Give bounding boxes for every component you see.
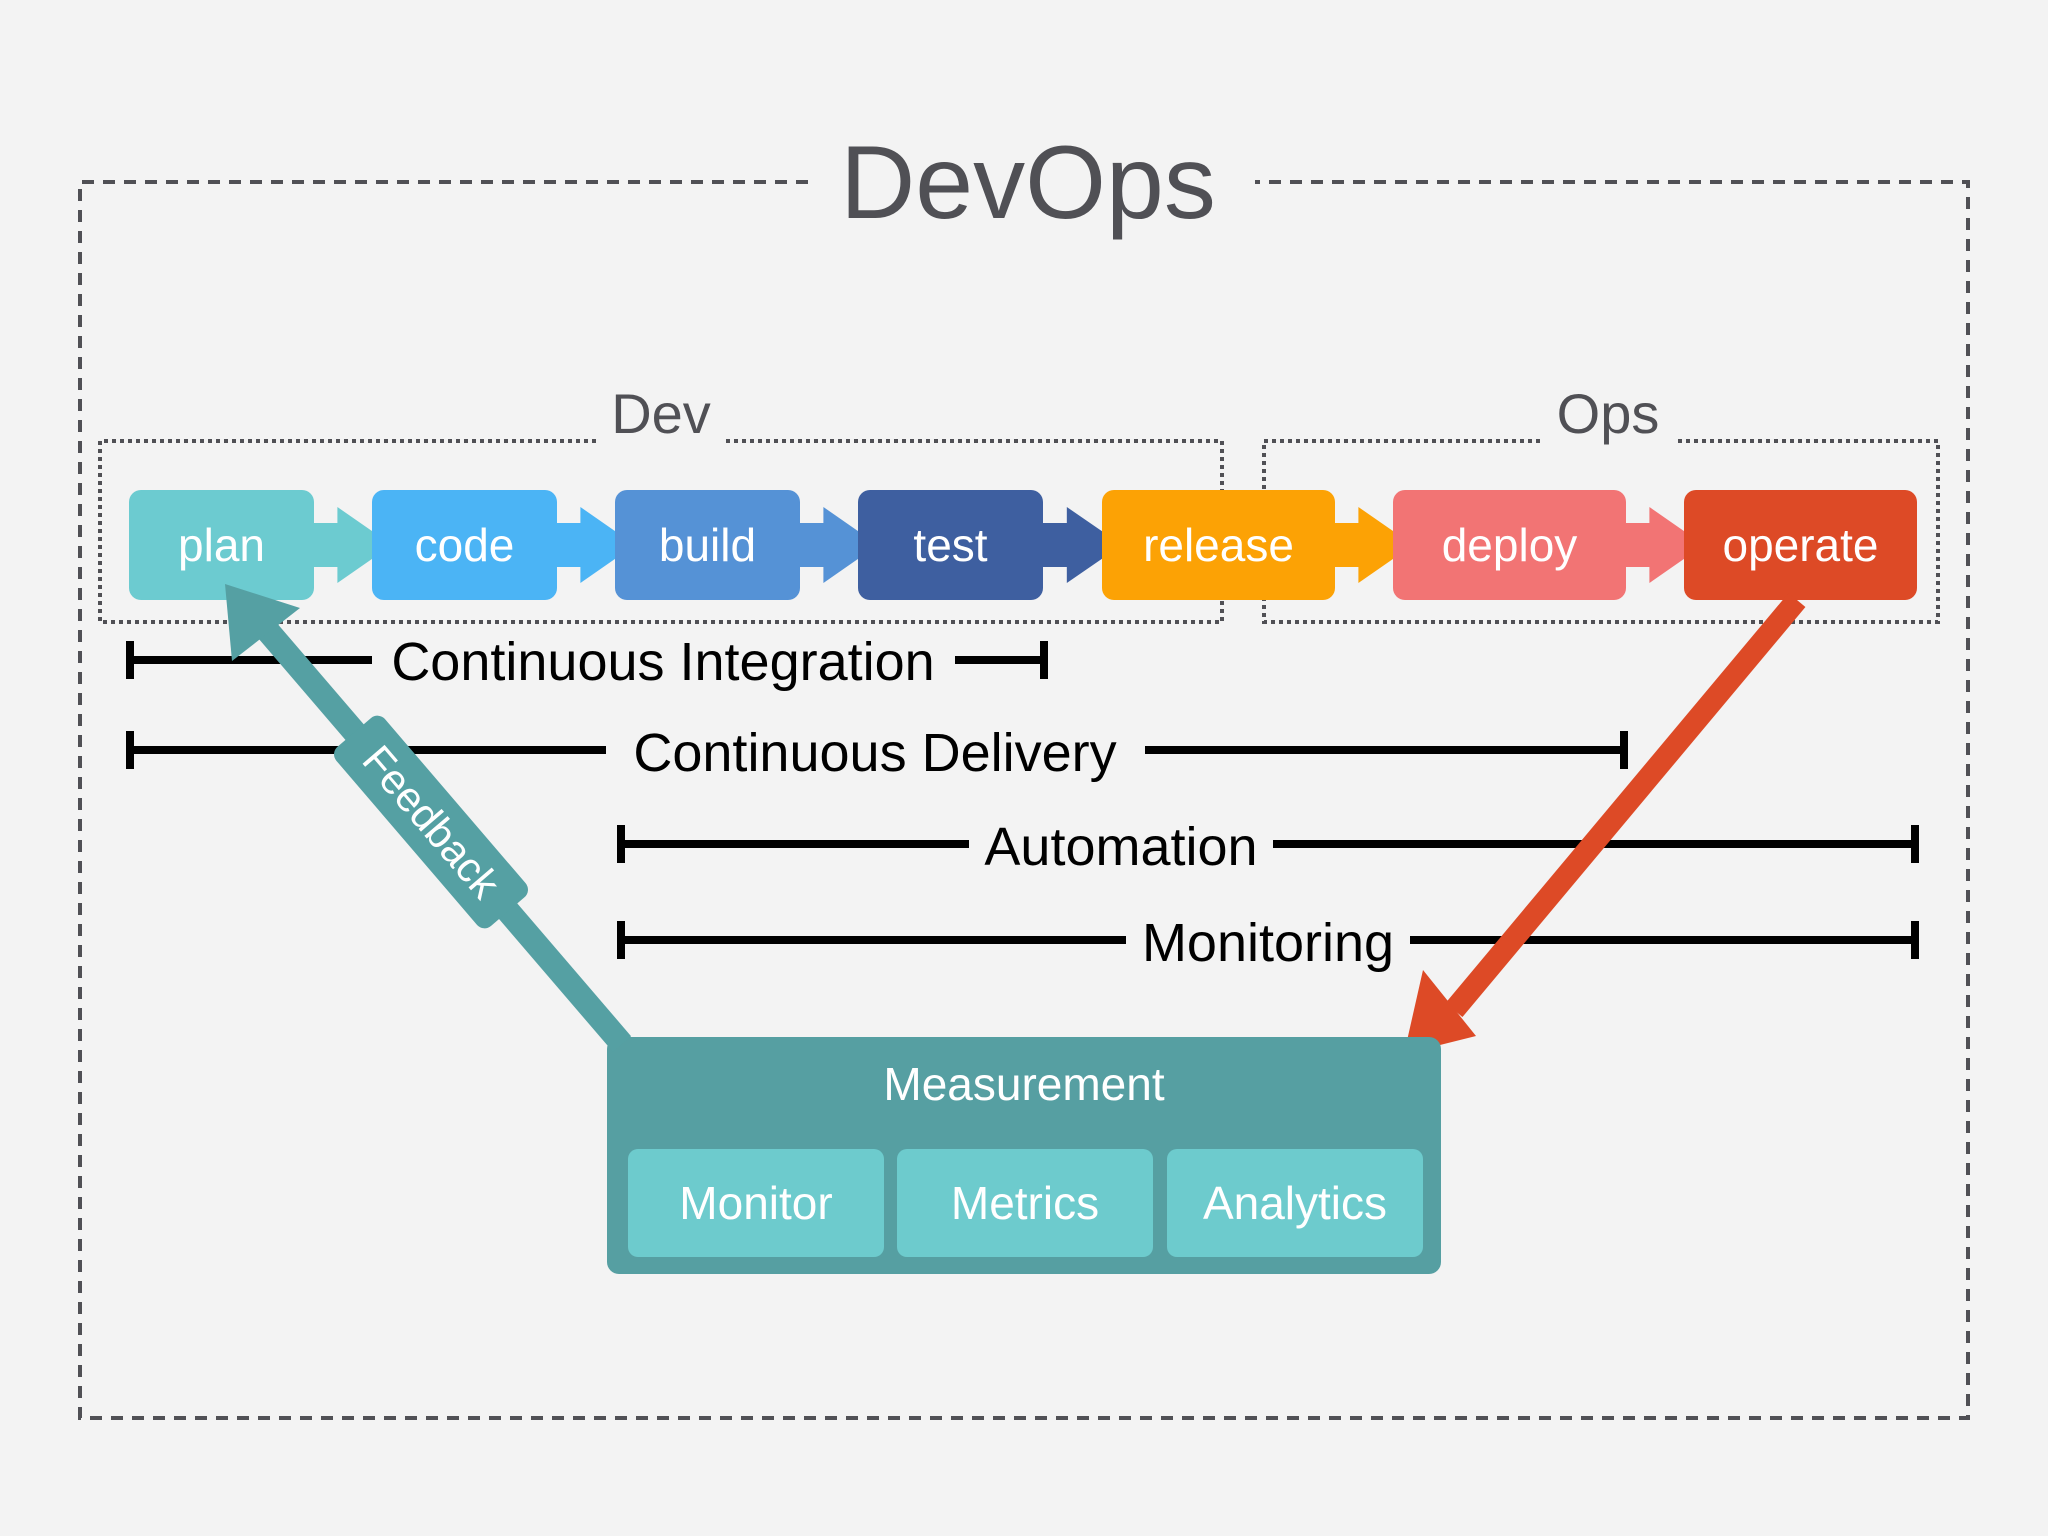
measurement-item-analytics (1167, 1149, 1423, 1257)
stage-box (615, 490, 800, 600)
span-monitoring: Monitoring (617, 913, 1919, 973)
devops-frame (78, 180, 1970, 1420)
pipeline-stages: plan code build test release deploy operate (129, 490, 1917, 600)
stage-label: code (415, 519, 515, 571)
stage-box (1684, 490, 1917, 600)
stage-box (129, 490, 314, 600)
span-label-cd: Continuous Delivery (633, 723, 1116, 783)
stage-label: operate (1722, 519, 1878, 571)
feedback-label: Feedback (354, 736, 510, 907)
measurement-item-monitor (628, 1149, 884, 1257)
stage-label: plan (178, 519, 265, 571)
stage-connector-arrow (551, 507, 635, 583)
span-label-ci: Continuous Integration (391, 632, 934, 692)
measurement-item-metrics (897, 1149, 1153, 1257)
stage-connector-arrow (794, 507, 878, 583)
stage-connector-arrow (1620, 507, 1704, 583)
page-title: DevOps (840, 125, 1216, 241)
ops-group-frame (1262, 439, 1940, 624)
stage-connectors (308, 507, 1704, 583)
stage-label: test (913, 519, 987, 571)
stage-box (858, 490, 1043, 600)
operate-to-measurement-arrow (1404, 592, 1806, 1054)
span-automation: Automation (617, 817, 1919, 877)
measurement-item-label: Analytics (1203, 1177, 1387, 1229)
stage-label: release (1143, 519, 1294, 571)
measurement-panel: Measurement Monitor Metrics Analytics (607, 1037, 1441, 1274)
stage-test: test (858, 490, 1043, 600)
stage-deploy: deploy (1393, 490, 1626, 600)
ops-group-label: Ops (1557, 382, 1660, 445)
stage-label: build (659, 519, 756, 571)
stage-connector-arrow (308, 507, 392, 583)
stage-label: deploy (1442, 519, 1578, 571)
measurement-item-label: Metrics (951, 1177, 1099, 1229)
stage-box (1393, 490, 1626, 600)
stage-code: code (372, 490, 557, 600)
span-label-automation: Automation (984, 817, 1257, 877)
stage-connector-arrow (1037, 507, 1122, 583)
dev-group-label: Dev (611, 382, 711, 445)
span-continuous-integration: Continuous Integration (126, 632, 1048, 692)
stage-connector-arrow (1329, 507, 1413, 583)
measurement-item-label: Monitor (679, 1177, 832, 1229)
stage-build: build (615, 490, 800, 600)
stage-release: release (1102, 490, 1335, 600)
stage-box (1102, 490, 1335, 600)
measurement-title: Measurement (883, 1058, 1164, 1110)
stage-box (372, 490, 557, 600)
span-label-monitoring: Monitoring (1142, 913, 1394, 973)
stage-operate: operate (1684, 490, 1917, 600)
span-continuous-delivery: Continuous Delivery (126, 723, 1628, 783)
stage-plan: plan (129, 490, 314, 600)
